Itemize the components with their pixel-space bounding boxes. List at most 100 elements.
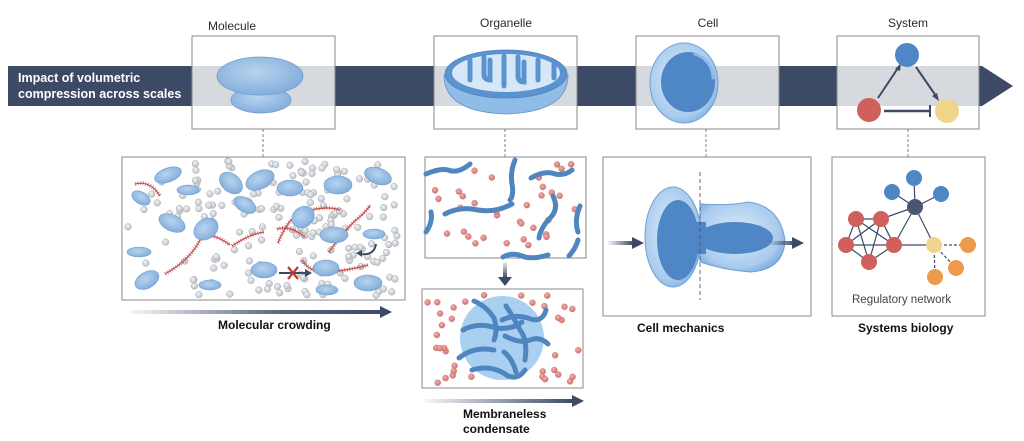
node-red xyxy=(838,237,854,253)
crowder-particle xyxy=(205,201,213,209)
crowder-particle xyxy=(327,220,335,228)
crowder-particle xyxy=(351,243,359,251)
crowder-particle xyxy=(286,161,294,169)
crowder-particle xyxy=(345,244,353,252)
cell-icon xyxy=(649,42,719,124)
client-particle xyxy=(465,233,472,240)
crowder-particle xyxy=(390,182,398,191)
client-particle xyxy=(569,373,576,381)
node-red xyxy=(873,211,889,227)
crowder-particle xyxy=(391,239,399,247)
crowder-particle xyxy=(257,205,266,213)
crowder-particle xyxy=(307,191,315,199)
crowder-particle xyxy=(373,258,381,266)
rna-bases xyxy=(327,204,372,254)
crowder-particle xyxy=(206,190,214,198)
panel-condensate xyxy=(421,288,584,389)
crowder-particle xyxy=(391,226,399,234)
rna-bases xyxy=(300,258,369,275)
crowder-particle xyxy=(354,223,362,231)
client-particle xyxy=(556,192,563,200)
label-condensate-line2: condensate xyxy=(463,422,530,436)
client-particle xyxy=(462,298,469,305)
client-particle xyxy=(551,366,558,374)
node-orange xyxy=(927,269,943,285)
push-arrow-left xyxy=(608,237,644,249)
banner-title-line2: compression across scales xyxy=(18,87,182,101)
polymer-chains xyxy=(423,157,583,261)
crowder-particle xyxy=(255,286,263,294)
crowder-particle xyxy=(194,198,202,206)
crowder-particle xyxy=(316,214,324,222)
panel-dispersed-polymers xyxy=(423,156,587,261)
crowder-particle xyxy=(250,190,258,198)
client-particle xyxy=(567,160,575,168)
client-particle xyxy=(544,292,551,299)
node-yellow xyxy=(935,99,959,123)
crowder-particle xyxy=(235,228,244,236)
label-regulatory-network: Regulatory network xyxy=(852,294,952,306)
crowder-particle xyxy=(385,241,393,249)
crowder-particle xyxy=(225,157,233,165)
label-membraneless-condensate: Membraneless condensate xyxy=(463,407,546,437)
node-hub xyxy=(907,199,923,215)
crowder-particle xyxy=(189,276,197,284)
panel-cell-mechanics xyxy=(602,156,812,317)
crowder-particle xyxy=(299,274,307,282)
crowder-particle xyxy=(247,276,255,284)
crowder-particle xyxy=(341,274,349,282)
crowder-particle xyxy=(258,223,266,231)
crowder-particle xyxy=(142,259,150,267)
label-systems-biology: Systems biology xyxy=(858,321,954,335)
crowder-particle xyxy=(273,283,281,291)
scale-box-cell xyxy=(635,35,780,157)
crowder-particle xyxy=(309,252,317,260)
crowder-particle xyxy=(345,252,353,261)
node-blue xyxy=(906,170,922,186)
node-red xyxy=(861,254,877,270)
protein-molecule xyxy=(250,261,278,279)
client-particle xyxy=(431,187,439,194)
label-cell-mechanics: Cell mechanics xyxy=(637,321,725,335)
crowder-particle xyxy=(366,213,374,221)
scale-box-system xyxy=(836,35,980,157)
client-particle xyxy=(541,376,549,383)
protein-molecule xyxy=(154,166,182,184)
client-particle xyxy=(434,379,441,386)
protein-molecule xyxy=(134,270,160,290)
crowder-particle xyxy=(302,178,310,186)
client-particle xyxy=(539,183,546,191)
client-particle xyxy=(553,161,561,168)
crowder-particle xyxy=(356,175,364,183)
client-particle xyxy=(435,195,442,203)
crowder-particle xyxy=(175,204,184,213)
crowder-particle xyxy=(318,164,326,172)
client-particle xyxy=(503,239,510,247)
banner-title-line1: Impact of volumetric xyxy=(18,71,141,85)
panel-molecular-crowding xyxy=(121,156,406,301)
crowder-particle xyxy=(368,240,376,248)
client-particle xyxy=(518,220,525,227)
client-particle xyxy=(525,241,532,249)
mitochondrion-icon xyxy=(443,49,569,115)
crowder-particle xyxy=(209,210,217,218)
feedback-loop-icon xyxy=(857,43,959,123)
client-particle xyxy=(451,362,458,369)
crowder-particle xyxy=(263,285,272,293)
protein-molecule xyxy=(131,190,151,206)
crowder-particle xyxy=(301,227,309,235)
protein-molecule xyxy=(315,284,339,296)
client-particles xyxy=(424,292,582,386)
client-particle xyxy=(539,368,546,375)
client-particle xyxy=(561,303,568,310)
crowder-particle xyxy=(244,242,253,250)
client-particle xyxy=(569,305,576,313)
scale-label-system: System xyxy=(887,16,928,30)
crowder-particle xyxy=(191,176,199,184)
crowder-particle xyxy=(191,160,199,168)
node-orange xyxy=(948,260,964,276)
protein-dimer-icon xyxy=(216,56,304,114)
cross-mark-icon xyxy=(287,266,299,280)
client-particle xyxy=(555,371,562,378)
node-blue xyxy=(895,43,919,67)
